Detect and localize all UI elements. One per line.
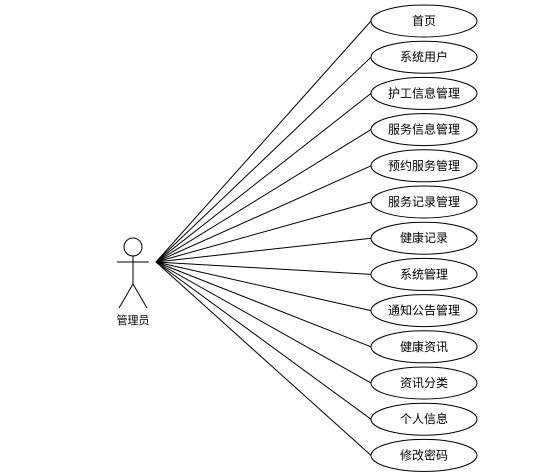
association-lines: [155, 20, 372, 456]
association-line: [155, 129, 372, 263]
association-line: [155, 261, 372, 312]
use-case-ellipse: [370, 185, 478, 219]
use-case-label: 修改密码: [400, 447, 448, 462]
use-case-ellipse: [370, 366, 478, 400]
use-case-label: 健康记录: [400, 230, 448, 245]
association-line: [155, 261, 372, 420]
use-case: 健康记录: [370, 221, 478, 255]
use-case-ellipse: [370, 294, 478, 328]
use-case-ellipse: [370, 330, 478, 364]
use-case-ellipse: [370, 76, 478, 110]
use-case-ellipse: [370, 4, 478, 38]
association-line: [155, 56, 372, 263]
use-case-label: 服务记录管理: [388, 194, 460, 209]
use-case-label: 通知公告管理: [388, 303, 460, 318]
use-case: 修改密码: [370, 438, 478, 472]
use-case: 系统用户: [370, 40, 478, 74]
association-line: [155, 261, 372, 275]
association-line: [155, 165, 372, 263]
use-case: 系统管理: [370, 257, 478, 291]
association-line: [155, 201, 372, 263]
actor-label: 管理员: [117, 313, 150, 327]
use-case-label: 系统管理: [400, 266, 448, 281]
use-case: 资讯分类: [370, 366, 478, 400]
association-line: [155, 20, 372, 263]
use-case: 预约服务管理: [370, 149, 478, 183]
use-case: 健康资讯: [370, 330, 478, 364]
actor-left-leg: [118, 283, 134, 309]
use-case: 服务信息管理: [370, 113, 478, 147]
actor-right-leg: [132, 283, 148, 309]
use-case-ellipse: [370, 149, 478, 183]
use-case-ellipse: [370, 40, 478, 74]
use-case-list: 首页系统用户护工信息管理服务信息管理预约服务管理服务记录管理健康记录系统管理通知…: [370, 4, 478, 472]
association-line: [155, 261, 372, 348]
association-line: [155, 237, 372, 263]
association-line: [155, 261, 372, 384]
use-case-label: 服务信息管理: [388, 122, 460, 137]
use-case-label: 个人信息: [400, 411, 448, 426]
use-case: 个人信息: [370, 402, 478, 436]
use-case-ellipse: [370, 402, 478, 436]
use-case: 通知公告管理: [370, 294, 478, 328]
use-case-label: 预约服务管理: [388, 158, 460, 173]
use-case-label: 系统用户: [400, 49, 448, 64]
use-case-ellipse: [370, 257, 478, 291]
actor-administrator: 管理员: [117, 237, 150, 327]
use-case: 服务记录管理: [370, 185, 478, 219]
use-case: 首页: [370, 4, 478, 38]
use-case-label: 健康资讯: [400, 339, 448, 354]
use-case-label: 首页: [412, 14, 436, 28]
use-case-ellipse: [370, 438, 478, 472]
use-case-ellipse: [370, 113, 478, 147]
use-case-ellipse: [370, 221, 478, 255]
association-line: [155, 93, 372, 263]
actor-head: [123, 237, 143, 257]
association-line: [155, 261, 372, 456]
use-case-label: 护工信息管理: [388, 85, 460, 100]
use-case-label: 资讯分类: [400, 376, 448, 390]
use-case: 护工信息管理: [370, 76, 478, 110]
